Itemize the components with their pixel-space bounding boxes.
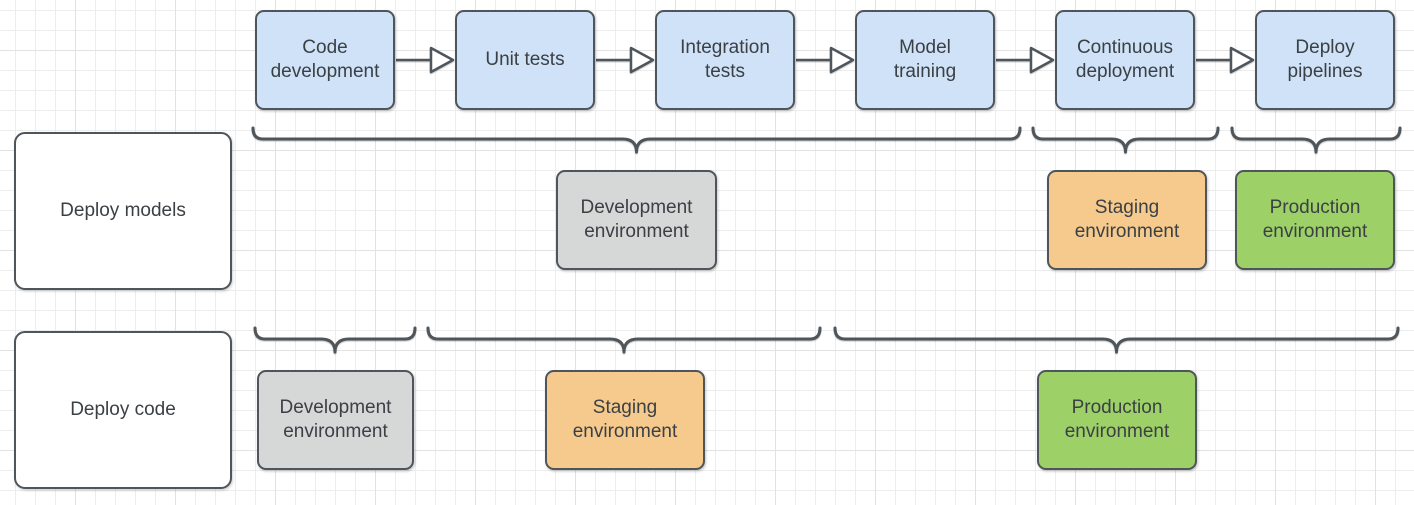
arrowhead-icon (1029, 46, 1055, 74)
arrowhead-icon (429, 46, 455, 74)
environment-box-models-production: Production environment (1235, 170, 1395, 270)
pipeline-step-deploy-pipelines: Deploy pipelines (1255, 10, 1395, 110)
brace-code-staging (426, 326, 822, 354)
flow-arrow (1196, 46, 1255, 74)
pipeline-step-label: Model training (893, 36, 957, 82)
arrowhead-icon (629, 46, 655, 74)
row-label-text: Deploy code (70, 398, 176, 420)
flow-arrow (596, 46, 655, 74)
brace-models-production (1230, 126, 1402, 154)
environment-box-models-development: Development environment (556, 170, 717, 270)
pipeline-step-unit-tests: Unit tests (455, 10, 595, 110)
flow-arrow (396, 46, 455, 74)
flow-arrow (996, 46, 1055, 74)
environment-label: Development environment (279, 396, 392, 442)
brace-models-staging (1031, 126, 1220, 154)
row-label-text: Deploy models (60, 199, 186, 221)
pipeline-step-model-training: Model training (855, 10, 995, 110)
row-label-deploy-code: Deploy code (14, 331, 232, 489)
pipeline-step-label: Code development (270, 36, 380, 82)
row-label-deploy-models: Deploy models (14, 132, 232, 290)
environment-box-code-production: Production environment (1037, 370, 1197, 470)
environment-label: Staging environment (572, 396, 678, 442)
environment-label: Staging environment (1074, 196, 1180, 242)
environment-label: Development environment (580, 196, 693, 242)
arrowhead-icon (829, 46, 855, 74)
pipeline-step-code-development: Code development (255, 10, 395, 110)
flow-arrow (796, 46, 855, 74)
environment-box-code-staging: Staging environment (545, 370, 705, 470)
environment-box-code-development: Development environment (257, 370, 414, 470)
pipeline-step-label: Unit tests (485, 48, 565, 70)
pipeline-step-label: Integration tests (680, 36, 770, 82)
brace-code-production (833, 326, 1400, 354)
pipeline-step-continuous-deployment: Continuous deployment (1055, 10, 1195, 110)
brace-code-development (253, 326, 417, 354)
arrowhead-icon (1229, 46, 1255, 74)
pipeline-step-label: Continuous deployment (1075, 36, 1175, 82)
environment-label: Production environment (1262, 196, 1368, 242)
pipeline-step-integration-tests: Integration tests (655, 10, 795, 110)
environment-label: Production environment (1064, 396, 1170, 442)
environment-box-models-staging: Staging environment (1047, 170, 1207, 270)
brace-models-development (251, 126, 1022, 154)
pipeline-step-label: Deploy pipelines (1287, 36, 1363, 82)
